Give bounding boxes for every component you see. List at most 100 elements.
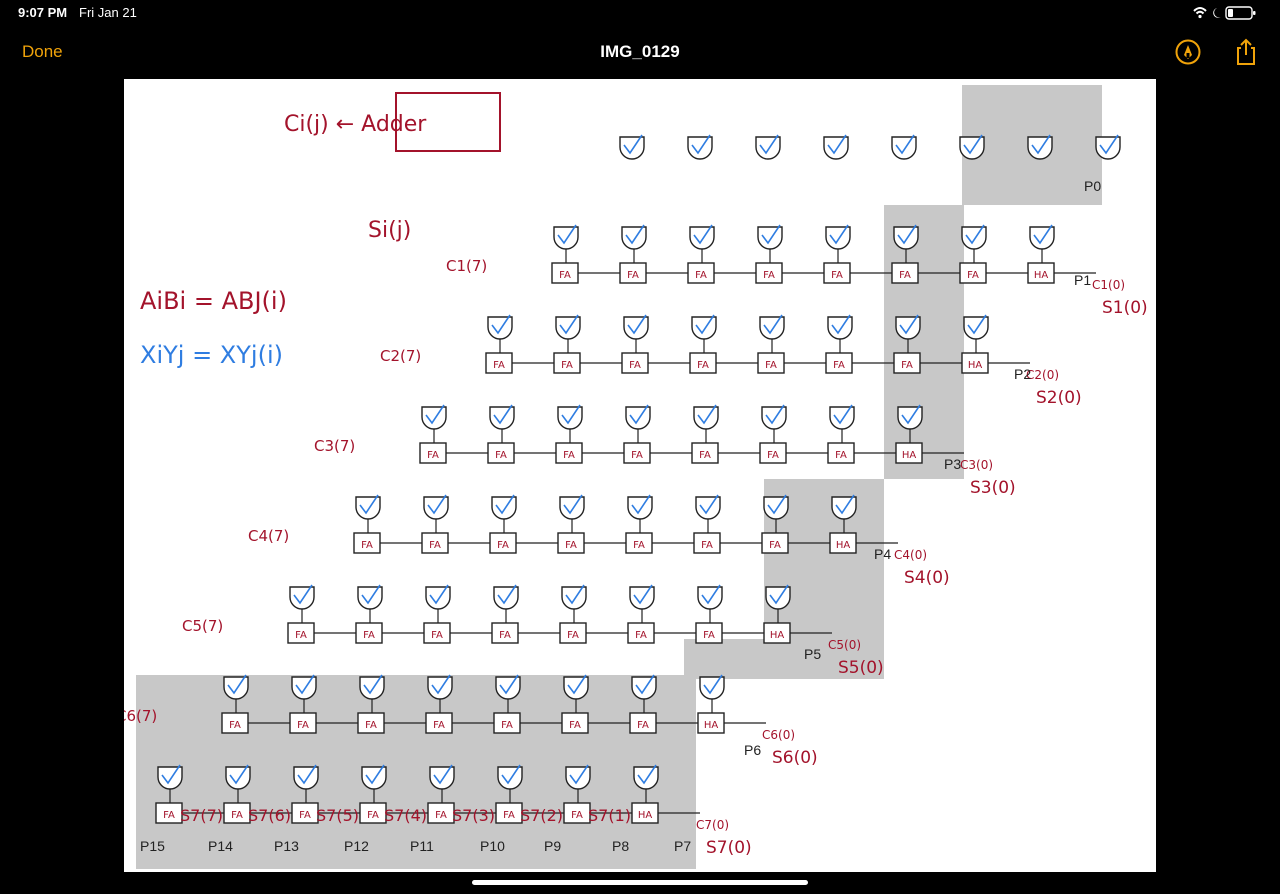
adder-cell-label: FA (571, 810, 583, 821)
adder-cell-label: FA (899, 270, 911, 281)
adder-cell-label: FA (501, 720, 513, 731)
and-gate (823, 136, 849, 160)
adder-cell-label: FA (701, 540, 713, 551)
check-mark-icon (759, 134, 779, 155)
check-mark-icon (561, 404, 581, 425)
and-gate (289, 586, 315, 610)
and-gate (561, 586, 587, 610)
adder-cell-label: FA (699, 450, 711, 461)
check-mark-icon (827, 134, 847, 155)
check-mark-icon (765, 404, 785, 425)
sum-label: S2(0) (1036, 388, 1082, 408)
carry-label-right: C5(0) (828, 638, 861, 652)
check-mark-icon (559, 314, 579, 335)
and-gate (493, 586, 519, 610)
markup-pen-icon[interactable] (1175, 39, 1201, 65)
check-mark-icon (293, 584, 313, 605)
adder-cell-label: FA (563, 450, 575, 461)
check-mark-icon (703, 674, 723, 695)
check-mark-icon (495, 494, 515, 515)
adder-cell-label: FA (697, 360, 709, 371)
home-indicator[interactable] (472, 880, 808, 885)
output-bit: P8 (612, 838, 629, 854)
share-icon[interactable] (1233, 38, 1259, 66)
and-gate (831, 496, 857, 520)
output-bit: P13 (274, 838, 299, 854)
and-gate (429, 766, 455, 790)
and-gate (157, 766, 183, 790)
output-bit: P10 (480, 838, 505, 854)
and-gate (491, 496, 517, 520)
and-gate (763, 496, 789, 520)
and-gate (697, 586, 723, 610)
output-bit: P15 (140, 838, 165, 854)
check-mark-icon (427, 494, 447, 515)
adder-cell-label: HA (1034, 270, 1049, 281)
and-gate (425, 586, 451, 610)
check-mark-icon (563, 494, 583, 515)
check-mark-icon (567, 674, 587, 695)
and-gate (689, 226, 715, 250)
and-gate (559, 496, 585, 520)
and-gate (423, 496, 449, 520)
check-mark-icon (897, 224, 917, 245)
adder-cell-label: FA (361, 540, 373, 551)
and-gate (427, 676, 453, 700)
check-mark-icon (359, 494, 379, 515)
adder-cell-label: FA (299, 810, 311, 821)
check-mark-icon (227, 674, 247, 695)
and-gate (497, 766, 523, 790)
adder-cell-label: FA (503, 810, 515, 821)
bottom-sum-label: S7(7) (180, 806, 223, 825)
and-gate (1095, 136, 1121, 160)
check-mark-icon (901, 404, 921, 425)
carry-label: C2(7) (380, 347, 421, 365)
check-mark-icon (1033, 224, 1053, 245)
adder-cell-label: FA (229, 720, 241, 731)
check-mark-icon (631, 494, 651, 515)
and-gate (755, 136, 781, 160)
done-button[interactable]: Done (22, 42, 63, 61)
adder-cell-label: FA (767, 450, 779, 461)
adder-cell-label: FA (769, 540, 781, 551)
adder-cell-label: FA (561, 360, 573, 371)
carry-label-right: C7(0) (696, 818, 729, 832)
bottom-sum-label: S7(2) (520, 806, 563, 825)
adder-cell-label: HA (704, 720, 719, 731)
carry-label: C6(7) (124, 707, 157, 725)
check-mark-icon (361, 584, 381, 605)
adder-cell-label: FA (833, 360, 845, 371)
check-mark-icon (363, 674, 383, 695)
check-mark-icon (625, 224, 645, 245)
adder-cell-label: FA (835, 450, 847, 461)
carry-label: C5(7) (182, 617, 223, 635)
check-mark-icon (629, 404, 649, 425)
check-mark-icon (229, 764, 249, 785)
wifi-icon (1193, 7, 1207, 19)
adder-cell-label: FA (559, 270, 571, 281)
check-mark-icon (835, 494, 855, 515)
adder-cell-label: FA (435, 810, 447, 821)
adder-cell-label: FA (967, 270, 979, 281)
adder-cell-label: FA (635, 630, 647, 641)
adder-cell-label: FA (703, 630, 715, 641)
output-bit: P1 (1074, 272, 1091, 288)
check-mark-icon (899, 314, 919, 335)
check-mark-icon (691, 134, 711, 155)
and-gate (959, 136, 985, 160)
check-mark-icon (967, 314, 987, 335)
and-gate (223, 676, 249, 700)
check-mark-icon (769, 584, 789, 605)
adder-box (395, 92, 501, 152)
carry-label-right: C6(0) (762, 728, 795, 742)
and-gate (695, 496, 721, 520)
adder-cell-label: FA (695, 270, 707, 281)
check-mark-icon (565, 584, 585, 605)
adder-cell-label: FA (231, 810, 243, 821)
and-gate (1027, 136, 1053, 160)
check-mark-icon (697, 404, 717, 425)
adder-cell-label: FA (297, 720, 309, 731)
adder-cell-label: HA (836, 540, 851, 551)
